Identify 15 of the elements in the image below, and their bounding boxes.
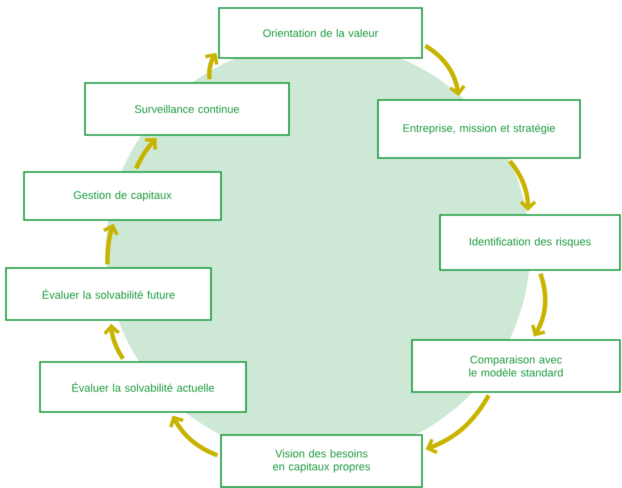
process-box: Évaluer la solvabilité future [5,267,212,321]
arrow [424,44,466,96]
process-box: Surveillance continue [84,82,290,136]
process-box: Entreprise, mission et stratégie [377,99,581,159]
arrow [134,138,157,170]
process-box: Évaluer la solvabilité actuelle [39,361,247,413]
process-box: Gestion de capitaux [23,171,222,221]
arrow [103,224,119,264]
arrow [169,415,218,458]
arrow [205,52,219,80]
process-box: Vision des besoins en capitaux propres [220,434,423,488]
arrow [426,394,491,454]
process-box: Identification des risques [439,214,621,271]
process-box: Comparaison avec le modèle standard [411,339,621,393]
process-box: Orientation de la valeur [218,7,423,59]
